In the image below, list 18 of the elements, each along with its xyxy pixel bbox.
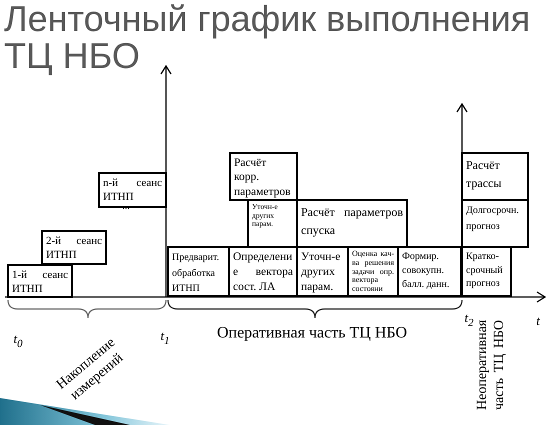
stage-box: n-й сеанс ИТНП xyxy=(98,172,167,208)
stage-box: 2-й сеанс ИТНП xyxy=(41,230,107,265)
stage-box: Расчёт параметров спуска xyxy=(296,199,408,248)
stage-box: Кратко-срочный прогноз xyxy=(461,246,512,297)
time-mark-label: t$_{0}$ xyxy=(13,331,23,351)
phase-label: Неоперативная часть ТЦ НБО xyxy=(475,320,508,410)
stage-box: Долгосрочн. прогноз xyxy=(461,199,529,248)
stage-box: 1-й сеанс ИТНП xyxy=(7,264,73,298)
time-mark-label: t$_{1}$ xyxy=(160,328,170,348)
phase-label: Оперативная часть ТЦ НБО xyxy=(216,323,408,343)
stage-box: Расчёт корр. параметров xyxy=(229,152,298,201)
time-mark-label: t xyxy=(536,313,540,329)
time-mark-label: t$_{2}$ xyxy=(464,310,474,330)
stage-box: Определение вектора сост. ЛА xyxy=(228,246,298,297)
stage-box: Формир. совокупн. балл. данн. xyxy=(397,246,462,297)
stage-box: Предварит. обработка ИТНП xyxy=(167,246,230,297)
stage-box: Расчёт трассы xyxy=(461,152,529,201)
slide-title: Ленточный график выполнения ТЦ НБО xyxy=(4,0,532,74)
